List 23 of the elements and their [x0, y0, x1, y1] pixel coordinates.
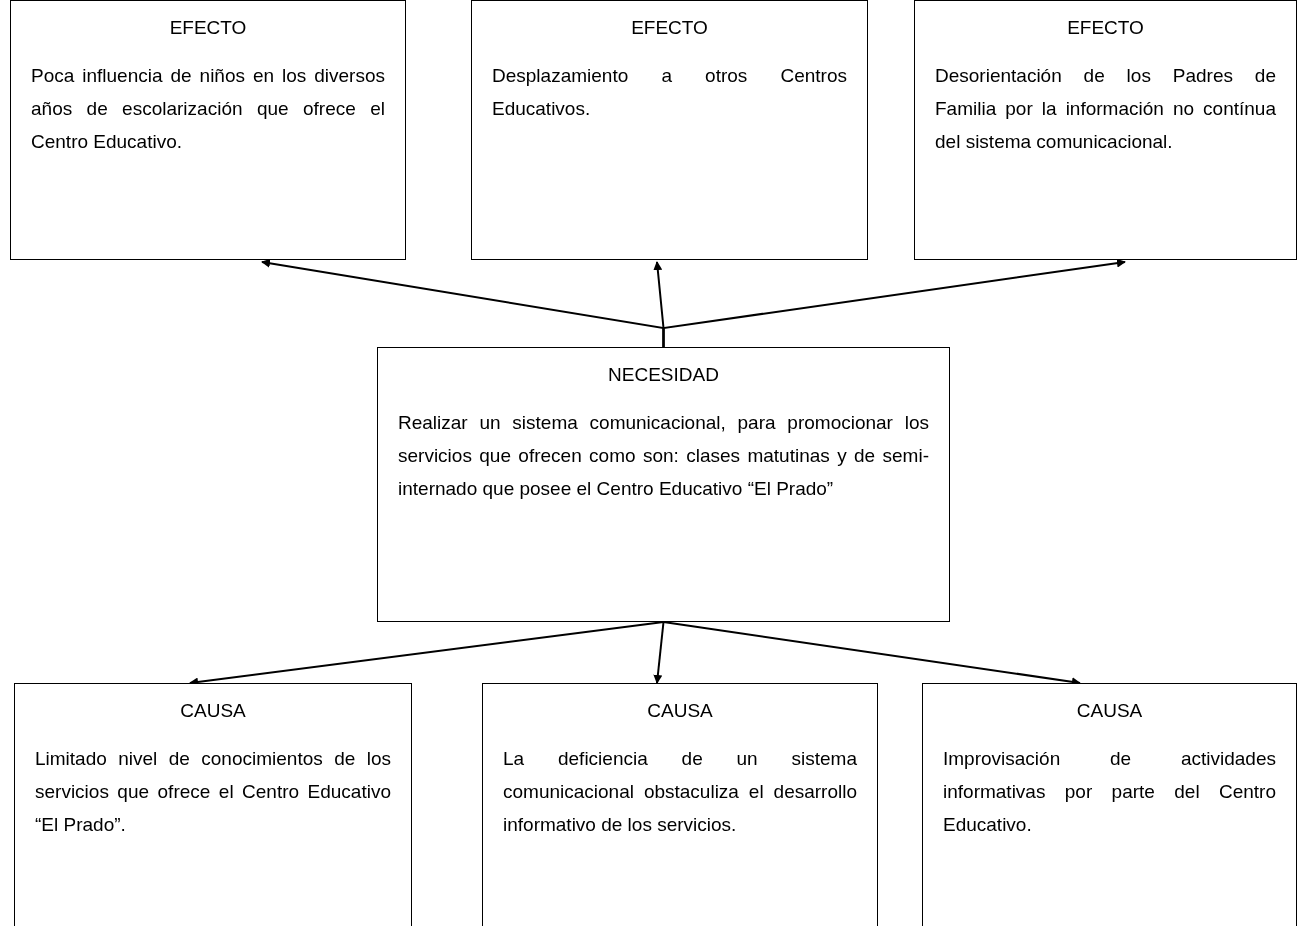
- box-heading: EFECTO: [168, 17, 248, 39]
- text-box: [471, 0, 868, 260]
- text-box: [377, 347, 950, 622]
- box-heading: EFECTO: [1066, 17, 1145, 39]
- box-heading: NECESIDAD: [607, 364, 720, 386]
- text-box: [914, 0, 1297, 260]
- box-heading: CAUSA: [1075, 700, 1144, 722]
- box-text: Desorientación de los Padres de Familia por la información no contínua del sistema comunicacional.: [935, 64, 1276, 154]
- text-box: [10, 0, 406, 260]
- box-text: Realizar un sistema comunicacional, para promocionar los servicios que ofrecen como son: clases matutinas y de semi-internado que posee el Centro Educativo “El Prado”: [398, 411, 929, 501]
- box-text: Improvisación de actividades informativas por parte del Centro Educativo.: [943, 747, 1276, 837]
- arrow: [662, 258, 1126, 348]
- box-text: Desplazamiento a otros Centros Educativos.: [492, 64, 847, 121]
- box-text: La deficiencia de un sistema comunicacional obstaculiza el desarrollo informativo de los servicios.: [503, 747, 857, 837]
- box-text: Limitado nivel de conocimientos de los servicios que ofrece el Centro Educativo “El Prado”.: [35, 747, 391, 837]
- text-box: [14, 683, 412, 926]
- arrow: [653, 621, 665, 684]
- box-heading: EFECTO: [630, 17, 709, 39]
- box-heading: CAUSA: [646, 700, 714, 722]
- box-text: Poca influencia de niños en los diversos años de escolarización que ofrece el Centro Educativo.: [31, 64, 385, 154]
- text-box: [922, 683, 1297, 926]
- box-heading: CAUSA: [179, 700, 247, 722]
- text-box: [482, 683, 878, 926]
